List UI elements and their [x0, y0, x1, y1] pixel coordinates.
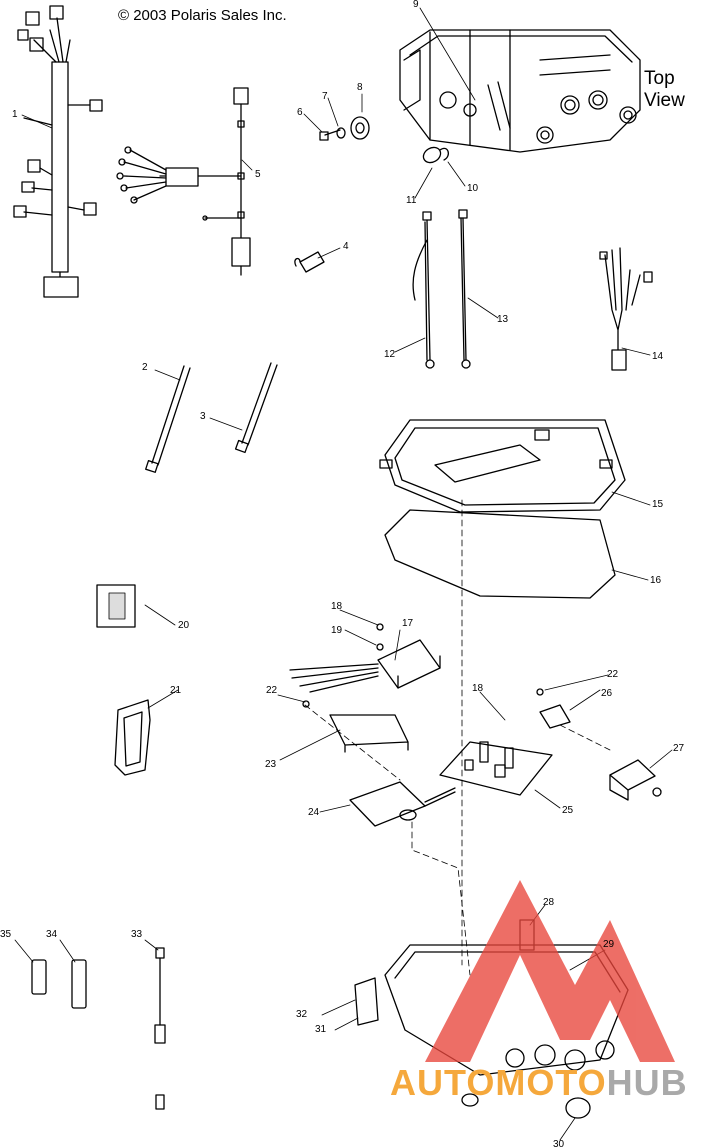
cable-ties-part-2-3 [145, 362, 278, 473]
screw-washer-grommet-part-6-7-8 [319, 116, 370, 141]
callout-23: 23 [265, 759, 277, 770]
wire-harness-part-1 [13, 5, 103, 298]
cap-part-4 [294, 251, 325, 273]
callout-16: 16 [650, 575, 662, 586]
callout-8: 8 [357, 82, 363, 93]
pigtail-harness-part-14 [599, 247, 653, 371]
callout-35: 35 [0, 929, 12, 940]
callout-28: 28 [543, 897, 555, 908]
cover-part-15 [379, 419, 626, 513]
callout-14: 14 [652, 351, 664, 362]
callout-22b: 22 [607, 669, 619, 680]
callout-33: 33 [131, 929, 143, 940]
bracket-part-23 [329, 714, 409, 753]
callout-18: 18 [331, 601, 343, 612]
callout-1: 1 [12, 109, 18, 120]
gasket-part-16 [384, 509, 616, 599]
callout-25: 25 [562, 805, 574, 816]
relay-part-26-27 [302, 688, 662, 801]
copyright-notice: © 2003 Polaris Sales Inc. [118, 7, 287, 24]
watermark-text-secondary: HUB [606, 1062, 688, 1103]
callout-4: 4 [343, 241, 349, 252]
callout-26: 26 [601, 688, 613, 699]
callout-19: 19 [331, 625, 343, 636]
callout-10: 10 [467, 183, 479, 194]
seal-part-21 [114, 699, 151, 776]
callout-29: 29 [603, 939, 615, 950]
fuses-part-33-35 [31, 947, 166, 1110]
callout-3: 3 [200, 411, 206, 422]
callout-22: 22 [266, 685, 278, 696]
module-part-17 [289, 623, 441, 693]
watermark-logo [425, 880, 675, 1062]
callout-18b: 18 [472, 683, 484, 694]
circuit-board-part-25 [439, 741, 553, 796]
top-view-label: Top View [644, 68, 685, 111]
callout-13: 13 [497, 314, 509, 325]
callout-5: 5 [255, 169, 261, 180]
watermark-text-primary: AUTOMOTO [390, 1062, 607, 1103]
callout-7: 7 [322, 91, 328, 102]
watermark-text: AUTOMOTOHUB [390, 1062, 688, 1104]
cables-part-12-13 [412, 209, 471, 369]
callout-30: 30 [553, 1139, 565, 1148]
callout-32: 32 [296, 1009, 308, 1020]
callout-17: 17 [402, 618, 414, 629]
callout-9: 9 [413, 0, 419, 10]
housing-top-view-part-9 [399, 29, 641, 153]
callout-21: 21 [170, 685, 182, 696]
callout-12: 12 [384, 349, 396, 360]
callout-11: 11 [406, 195, 417, 206]
callout-20: 20 [178, 620, 190, 631]
callout-31: 31 [315, 1024, 327, 1035]
assembly-lines [304, 499, 611, 976]
callout-24: 24 [308, 807, 320, 818]
callout-2: 2 [142, 362, 148, 373]
ecu-part-24 [349, 781, 456, 827]
bulb-clip-part-10-11 [422, 146, 450, 164]
callout-27: 27 [673, 743, 685, 754]
callout-15: 15 [652, 499, 664, 510]
callout-6: 6 [297, 107, 303, 118]
sub-harness-part-5 [116, 87, 251, 276]
callout-34: 34 [46, 929, 58, 940]
label-part-20 [96, 584, 136, 628]
